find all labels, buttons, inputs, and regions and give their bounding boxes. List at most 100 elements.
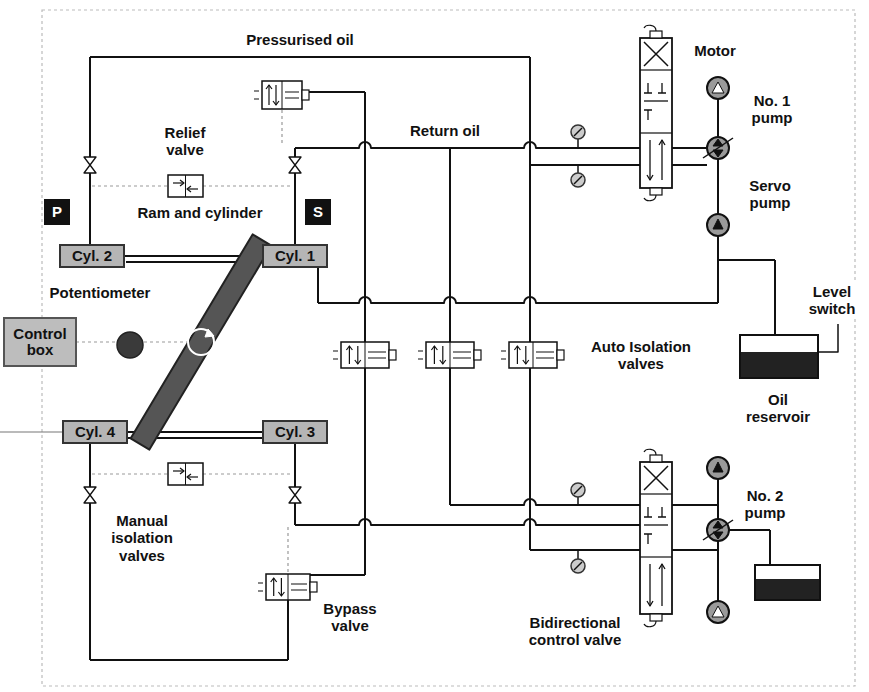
gauge-stem (577, 497, 579, 505)
solenoid-cap (650, 188, 662, 195)
motor-symbol (712, 82, 724, 93)
control-valve (647, 175, 653, 180)
manual-isolation-valve (289, 157, 301, 173)
auto-isolation-valve (426, 342, 474, 368)
part-label: Level switch (801, 283, 863, 318)
bypass-valve-symbol (266, 85, 272, 89)
bypass-pipe (302, 91, 365, 93)
node-label: Cyl. 4 (75, 424, 115, 441)
relief-arrow (188, 476, 198, 477)
relief-arrow (187, 474, 191, 480)
servo-pump-symbol (713, 462, 723, 472)
pressure-pipe (672, 549, 718, 551)
control-valve (649, 564, 650, 606)
node-label: Cyl. 1 (275, 248, 315, 265)
control-valve (658, 83, 666, 93)
control-valve (640, 38, 672, 188)
solenoid-cap (650, 614, 662, 621)
relief-valve-symbol (168, 175, 203, 197)
auto-isolation-valve (355, 360, 361, 364)
auto-isolation-valve (450, 342, 451, 368)
part-label: Potentiometer (48, 284, 153, 301)
servo-pump-symbol (707, 457, 729, 479)
part-label: Bidirectional control valve (516, 614, 635, 649)
control-valve (640, 69, 672, 70)
node-label: Cyl. 2 (72, 248, 112, 265)
bypass-valve-symbol (302, 90, 309, 100)
control-valve (647, 601, 653, 606)
auto-isolation-valve (346, 346, 352, 350)
pressure-pipe (295, 519, 640, 525)
gauge-needle (574, 176, 582, 184)
cylinder-box: Cyl. 1 (262, 244, 328, 268)
auto-isolation-valve (418, 351, 423, 359)
auto-isolation-valve (333, 351, 338, 359)
control-valve (640, 556, 672, 557)
solenoid-lead (644, 195, 656, 201)
solenoid-cap (650, 455, 662, 462)
main-pump-symbol (703, 138, 733, 158)
oil-reservoir (755, 565, 820, 600)
servo-pipe (717, 236, 719, 303)
relief-line (92, 473, 168, 474)
pressure-pipe (530, 549, 640, 551)
control-valve (640, 493, 672, 494)
part-label: Manual isolation valves (103, 512, 182, 564)
gauge-needle (574, 128, 582, 136)
port-marker: P (44, 199, 70, 225)
part-label: Pressurised oil (244, 31, 356, 48)
bypass-valve-symbol (282, 81, 283, 109)
housing-outline (42, 10, 855, 686)
tiller-arm (131, 234, 272, 449)
pressure-gauge (571, 559, 585, 573)
drive-shaft (717, 99, 719, 137)
gauge-needle (574, 562, 582, 570)
signal-line (287, 527, 288, 574)
suction-pipe (769, 530, 771, 565)
motor-symbol (707, 77, 729, 99)
cylinder-box: Cyl. 3 (262, 420, 328, 444)
node-label: Control box (9, 326, 71, 359)
return-pipe (89, 444, 91, 660)
auto-isolation-valve (341, 342, 389, 368)
solenoid-lead (644, 449, 656, 455)
manual-isolation-valve (84, 487, 96, 503)
control-valve (640, 462, 672, 614)
bypass-valve-symbol (273, 578, 274, 596)
relief-arrow (187, 186, 191, 192)
oil-reservoir (740, 335, 818, 378)
auto-isolation-valve (389, 350, 396, 360)
solenoid-cap (650, 31, 662, 38)
control-valve (661, 564, 662, 606)
oil-fill (756, 579, 819, 599)
gauge-stem (577, 550, 579, 559)
bypass-valve-symbol (254, 91, 259, 99)
signal-line (144, 341, 188, 342)
solenoid-lead (644, 25, 656, 31)
bypass-valve-symbol (288, 574, 289, 600)
relief-arrow (173, 470, 183, 471)
auto-isolation-valve (557, 350, 564, 360)
relief-arrow (180, 468, 184, 474)
auto-isolation-valve (525, 346, 526, 364)
rudder-stock (188, 329, 214, 355)
part-label: Auto Isolation valves (579, 338, 703, 373)
part-label: No. 1 pump (743, 92, 802, 127)
bypass-pipe (310, 574, 365, 576)
part-label: Relief valve (152, 124, 218, 159)
control-valve (644, 83, 652, 93)
bypass-valve-symbol (262, 81, 302, 109)
relief-line (203, 185, 293, 186)
bypass-valve-symbol (310, 582, 317, 592)
auto-isolation-valve (509, 342, 557, 368)
port-marker: S (305, 199, 331, 225)
pressure-pipe (89, 57, 91, 244)
servo-pump-symbol (707, 214, 729, 236)
oil-fill (741, 352, 817, 377)
potentiometer-symbol (117, 332, 143, 358)
auto-isolation-valve (349, 346, 350, 364)
part-label: Ram and cylinder (135, 204, 264, 221)
part-label: Servo pump (741, 177, 800, 212)
pressure-gauge (571, 483, 585, 497)
control-box: Control box (3, 317, 77, 367)
